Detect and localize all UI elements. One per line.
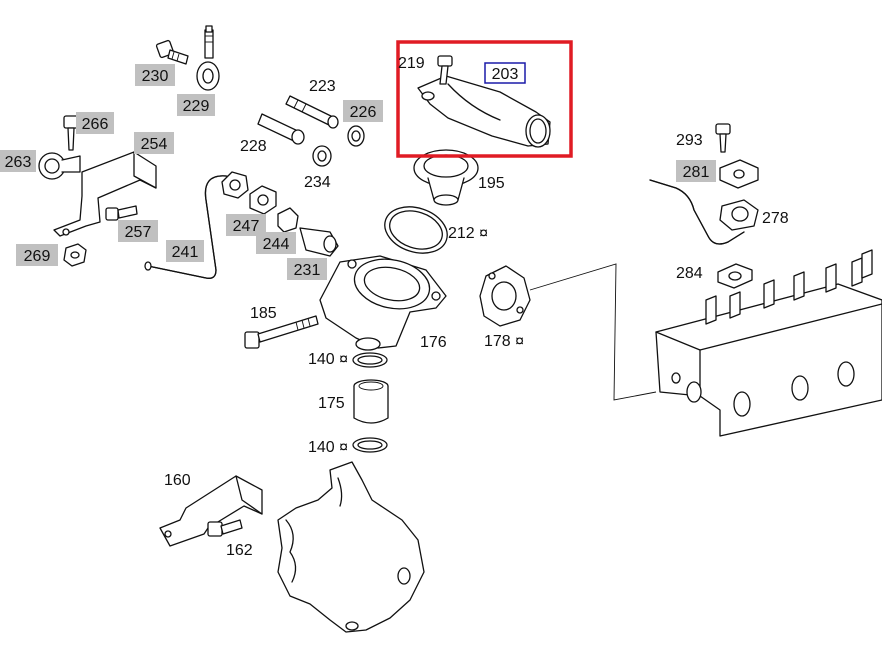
part-230-banjo-bolt <box>155 39 189 65</box>
part-176-thermostat-housing <box>319 255 447 351</box>
part-140-ring-upper <box>352 352 388 368</box>
part-212-o-ring <box>384 206 448 254</box>
part-water-pump <box>277 461 425 633</box>
svg-text:226: 226 <box>350 104 377 121</box>
part-228-fitting <box>257 113 305 145</box>
callout-247[interactable]: 247 <box>226 214 266 236</box>
callout-254[interactable]: 254 <box>134 132 174 154</box>
part-195-thermostat <box>413 149 479 206</box>
callout-176[interactable]: 176 <box>420 334 447 351</box>
callout-212[interactable]: 212 ¤ <box>448 225 488 242</box>
part-160-bracket <box>159 475 263 547</box>
svg-text:229: 229 <box>183 98 210 115</box>
part-278-pipe <box>649 179 759 245</box>
part-247-nut <box>221 171 277 215</box>
part-140-ring-lower <box>352 437 388 453</box>
part-203-thermostat-cover <box>417 75 551 148</box>
part-266-bolt <box>63 115 79 151</box>
callout-241[interactable]: 241 <box>166 240 204 262</box>
part-284-gasket <box>717 263 753 289</box>
part-234-washer <box>312 145 332 167</box>
svg-text:247: 247 <box>233 218 260 235</box>
callout-223[interactable]: 223 <box>309 78 336 95</box>
callout-229[interactable]: 229 <box>177 94 215 116</box>
svg-text:263: 263 <box>5 154 32 171</box>
callout-281[interactable]: 281 <box>676 160 716 182</box>
svg-text:231: 231 <box>294 262 321 279</box>
callout-195[interactable]: 195 <box>478 175 505 192</box>
callout-203[interactable]: 203 <box>484 62 526 84</box>
part-162-bolt <box>207 519 243 537</box>
callout-269[interactable]: 269 <box>16 244 58 266</box>
callout-175[interactable]: 175 <box>318 395 345 412</box>
callout-226[interactable]: 226 <box>343 100 383 122</box>
highlight-frame-203 <box>396 40 573 158</box>
svg-text:269: 269 <box>24 248 51 265</box>
svg-text:254: 254 <box>141 136 168 153</box>
callout-234[interactable]: 234 <box>304 174 331 191</box>
callout-140-upper[interactable]: 140 ¤ <box>308 351 348 368</box>
part-254-bracket <box>53 151 157 237</box>
part-293-bolt <box>715 123 731 153</box>
part-219-bolt <box>437 55 453 85</box>
part-175-sleeve <box>353 379 389 424</box>
part-178-gasket <box>479 265 531 327</box>
part-244-fitting <box>277 207 299 233</box>
part-257-bolt <box>105 205 138 221</box>
callout-228[interactable]: 228 <box>240 138 267 155</box>
part-229-banjo-fitting <box>196 25 220 91</box>
callout-230[interactable]: 230 <box>135 64 175 86</box>
svg-text:281: 281 <box>683 164 710 181</box>
callout-219[interactable]: 219 <box>398 55 425 72</box>
svg-text:203: 203 <box>492 66 519 83</box>
leader-line-178 <box>529 263 657 401</box>
callout-293[interactable]: 293 <box>676 132 703 149</box>
svg-text:230: 230 <box>142 68 169 85</box>
svg-text:244: 244 <box>263 236 290 253</box>
part-185-long-bolt <box>244 315 319 349</box>
callout-257[interactable]: 257 <box>118 220 158 242</box>
svg-text:266: 266 <box>82 116 109 133</box>
part-226-washer <box>347 125 365 147</box>
callout-231[interactable]: 231 <box>287 258 327 280</box>
callout-266[interactable]: 266 <box>76 112 114 134</box>
part-231-fitting <box>299 227 339 257</box>
callout-140-lower[interactable]: 140 ¤ <box>308 439 348 456</box>
svg-text:257: 257 <box>125 224 152 241</box>
svg-text:241: 241 <box>172 244 199 261</box>
part-263-clamp <box>38 152 81 180</box>
callout-178[interactable]: 178 ¤ <box>484 333 524 350</box>
part-281-gasket <box>719 159 759 189</box>
callout-284[interactable]: 284 <box>676 265 703 282</box>
callout-162[interactable]: 162 <box>226 542 253 559</box>
part-241-pipe <box>144 175 237 279</box>
callout-278[interactable]: 278 <box>762 210 789 227</box>
callout-185[interactable]: 185 <box>250 305 277 322</box>
part-cylinder-head <box>655 249 882 437</box>
part-269-nut <box>63 243 87 267</box>
callout-160[interactable]: 160 <box>164 472 191 489</box>
callout-263[interactable]: 263 <box>0 150 36 172</box>
part-223-union <box>285 95 339 129</box>
callout-244[interactable]: 244 <box>256 232 296 254</box>
